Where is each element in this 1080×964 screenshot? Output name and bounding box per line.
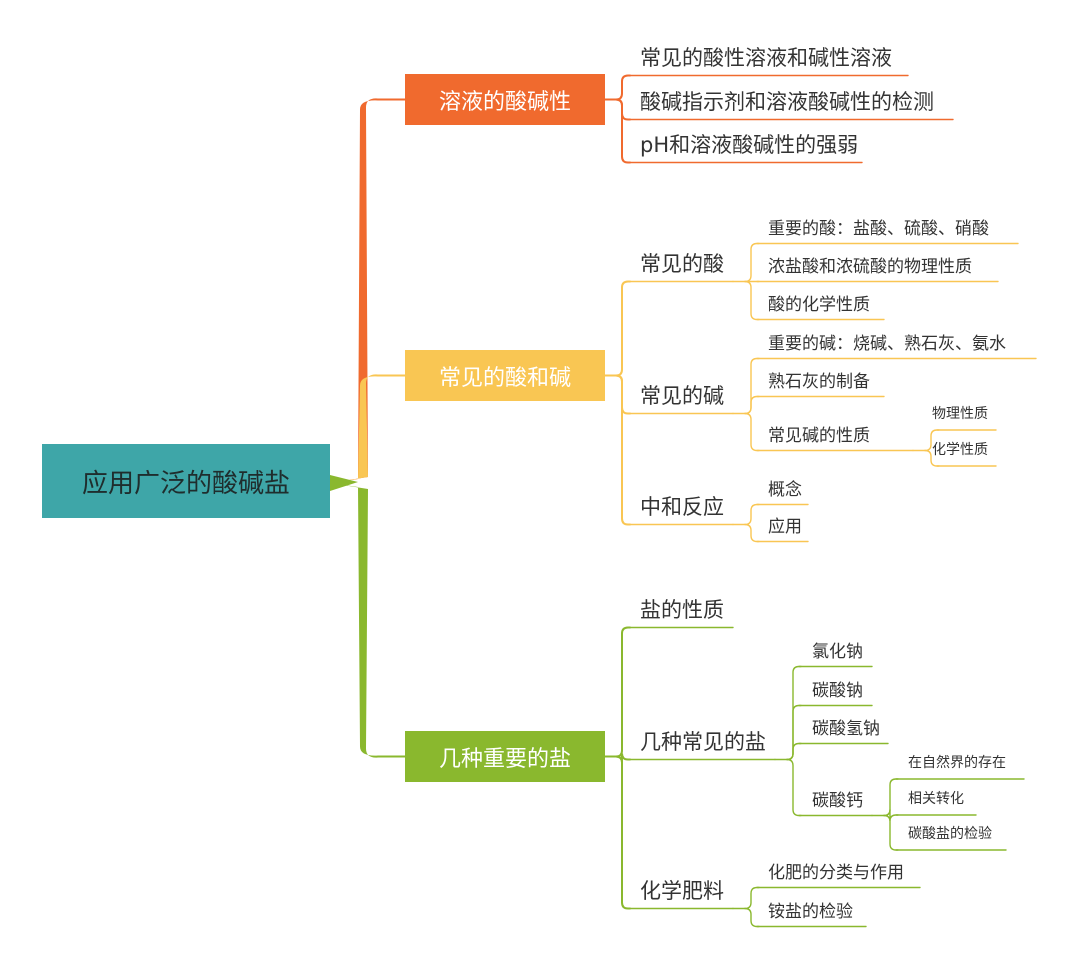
- acid-base-item-1-item-2-bracket-link-1: [924, 449, 940, 467]
- acid-base-item-1-bracket-link-2: [744, 412, 760, 452]
- acid-base-item-0-bracket-link-2: [744, 280, 760, 321]
- acid-base-bracket-link-2: [615, 374, 631, 526]
- salt-item-2-item-1: 铵盐的检验: [768, 901, 853, 922]
- acid-base-item-1-item-2-item-1: 化学性质: [932, 442, 988, 458]
- solution-bracket-link-2: [615, 98, 631, 164]
- salt-item-2-bracket-link-0: [744, 886, 760, 910]
- salt-item-1-bracket-link-1: [786, 704, 802, 761]
- acid-base-bracket-link-0: [615, 280, 631, 377]
- root-link-acid-base: [330, 374, 405, 483]
- acid-base-item-1-bracket-link-0: [744, 357, 760, 415]
- salt-item-1-item-3-bracket-link-0: [883, 778, 899, 817]
- root-link-solution: [330, 98, 405, 483]
- acid-base-item-1: 常见的碱: [640, 383, 724, 408]
- acid-base-item-0-item-2: 酸的化学性质: [768, 294, 870, 315]
- salt-item-1-bracket-link-2: [786, 742, 802, 761]
- root-topic: 应用广泛的酸碱盐: [42, 444, 330, 518]
- acid-base-item-1-item-2-item-0: 物理性质: [932, 406, 988, 422]
- branch-acid-base: 常见的酸和碱: [405, 350, 605, 401]
- acid-base-item-2-item-0: 概念: [768, 479, 802, 500]
- salt-item-1: 几种常见的盐: [640, 729, 766, 754]
- acid-base-item-1-item-2-bracket-link-0: [924, 429, 940, 452]
- salt-bracket-link-2: [615, 755, 631, 910]
- acid-base-item-1-item-0: 重要的碱：烧碱、熟石灰、氨水: [768, 333, 1006, 354]
- salt-item-1-item-1: 碳酸钠: [812, 680, 863, 701]
- salt-item-1-item-3-item-0: 在自然界的存在: [908, 755, 1006, 771]
- solution-item-2: pH和溶液酸碱性的强弱: [640, 132, 859, 157]
- salt-item-1-item-3-item-1: 相关转化: [908, 791, 964, 807]
- acid-base-item-2-bracket-link-0: [744, 503, 760, 526]
- salt-item-0: 盐的性质: [640, 597, 724, 622]
- root-link-tip: [330, 475, 358, 491]
- acid-base-item-0-item-1: 浓盐酸和浓硫酸的物理性质: [768, 256, 972, 277]
- acid-base-item-1-item-2: 常见碱的性质: [768, 425, 870, 446]
- solution-item-0: 常见的酸性溶液和碱性溶液: [640, 45, 892, 70]
- salt-item-2: 化学肥料: [640, 878, 724, 903]
- salt-item-2-item-0: 化肥的分类与作用: [768, 862, 904, 883]
- salt-item-1-item-3: 碳酸钙: [812, 790, 863, 811]
- acid-base-item-1-item-1: 熟石灰的制备: [768, 371, 870, 392]
- salt-bracket-link-0: [615, 626, 631, 758]
- acid-base-item-2-item-1: 应用: [768, 516, 802, 537]
- acid-base-item-0: 常见的酸: [640, 251, 724, 276]
- salt-bracket-link-1: [615, 753, 631, 763]
- salt-item-2-bracket-link-1: [744, 907, 760, 928]
- root-link-salt: [330, 483, 405, 758]
- acid-base-item-2-bracket-link-1: [744, 523, 760, 543]
- solution-bracket-link-0: [615, 74, 631, 101]
- branch-salt: 几种重要的盐: [405, 731, 605, 782]
- acid-base-item-2: 中和反应: [640, 494, 724, 519]
- salt-item-1-item-3-item-2: 碳酸盐的检验: [908, 826, 992, 842]
- salt-item-1-item-3-bracket-link-2: [883, 814, 899, 851]
- salt-item-1-item-0: 氯化钠: [812, 641, 863, 662]
- branch-solution: 溶液的酸碱性: [405, 74, 605, 125]
- acid-base-item-0-bracket-link-0: [744, 242, 760, 283]
- salt-item-1-bracket-link-3: [786, 758, 802, 817]
- salt-item-1-item-2: 碳酸氢钠: [812, 718, 880, 739]
- acid-base-item-0-item-0: 重要的酸：盐酸、硫酸、硝酸: [768, 218, 989, 239]
- acid-base-item-1-bracket-link-1: [744, 395, 760, 415]
- solution-item-1: 酸碱指示剂和溶液酸碱性的检测: [640, 89, 934, 114]
